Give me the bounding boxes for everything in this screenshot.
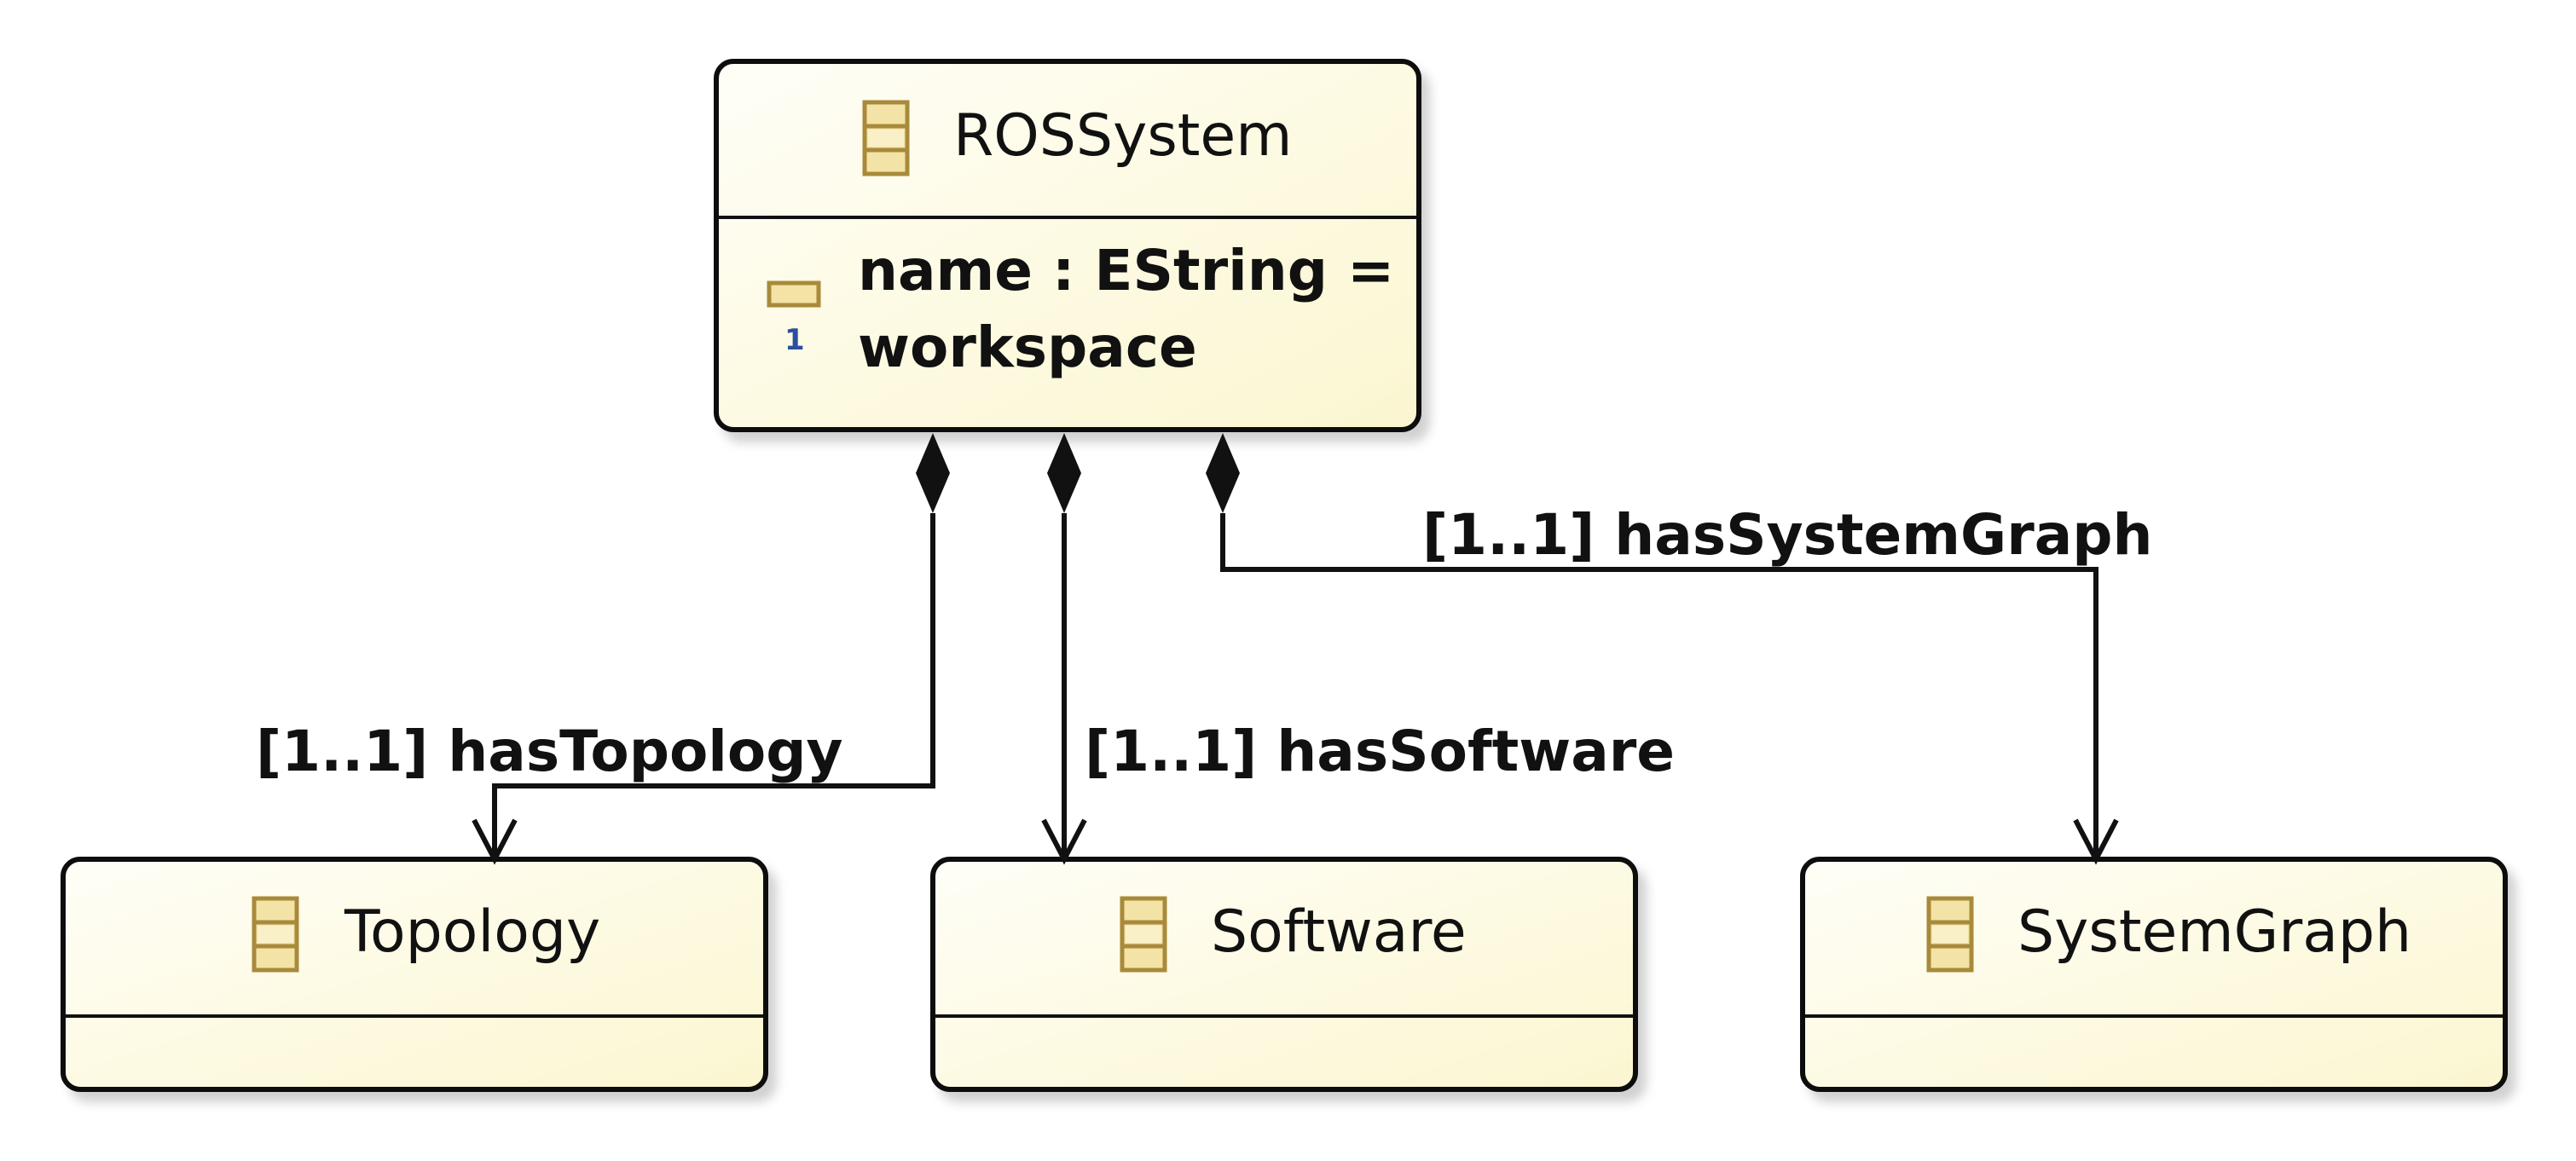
eclass-icon <box>865 102 907 174</box>
attribute-name-line2: workspace <box>858 315 1197 380</box>
eclass-icon <box>1122 898 1165 970</box>
class-name-systemgraph: SystemGraph <box>2017 898 2411 966</box>
attribute-name-line1: name : EString = <box>858 238 1394 303</box>
class-name-topology: Topology <box>344 898 600 966</box>
class-name-rossystem: ROSSystem <box>953 102 1293 170</box>
class-systemgraph[interactable]: SystemGraph <box>1800 857 2508 1092</box>
svg-text:1: 1 <box>784 323 805 357</box>
reference-has-software[interactable]: [1..1] hasSoftware <box>1041 433 1675 865</box>
eclass-icon <box>1929 898 1971 970</box>
reference-label-has-software: [1..1] hasSoftware <box>1085 719 1675 784</box>
reference-label-has-topology: [1..1] hasTopology <box>256 719 843 784</box>
class-rossystem[interactable]: ROSSystem 1 name : EString = workspace <box>714 59 1421 432</box>
class-topology[interactable]: Topology <box>61 857 768 1092</box>
class-name-software: Software <box>1211 898 1467 966</box>
reference-has-system-graph[interactable]: [1..1] hasSystemGraph <box>1206 433 2153 865</box>
attribute-icon: 1 <box>767 280 821 357</box>
class-software[interactable]: Software <box>930 857 1638 1092</box>
reference-has-topology[interactable]: [1..1] hasTopology <box>256 433 950 865</box>
eclass-icon <box>254 898 297 970</box>
reference-label-has-system-graph: [1..1] hasSystemGraph <box>1422 502 2153 568</box>
